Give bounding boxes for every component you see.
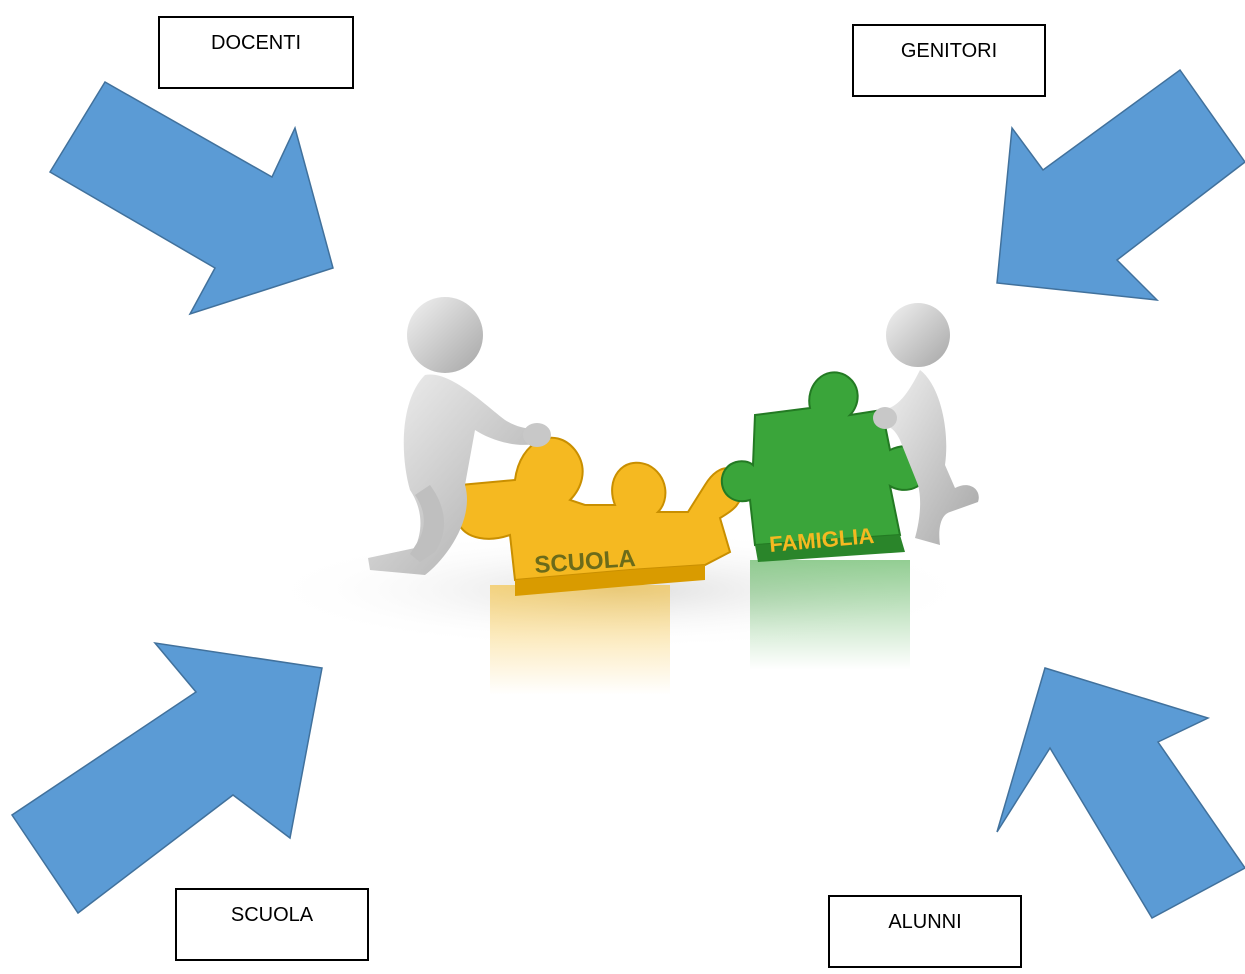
label-scuola: SCUOLA <box>230 904 314 926</box>
left-figure <box>368 297 551 575</box>
green-piece-side <box>755 535 905 562</box>
left-figure-head <box>407 297 483 373</box>
puzzle-illustration: SCUOLA FAMIGLIA <box>260 297 980 695</box>
left-figure-hand <box>523 423 551 447</box>
right-figure-body <box>880 370 979 545</box>
label-box-alunni: ALUNNI <box>828 895 1022 968</box>
green-puzzle-piece <box>720 371 930 547</box>
label-box-docenti: DOCENTI <box>158 16 354 89</box>
yellow-puzzle-piece <box>454 436 744 582</box>
arrow-bottom-left <box>10 641 323 915</box>
label-box-genitori: GENITORI <box>852 24 1046 97</box>
left-figure-body <box>368 374 542 575</box>
right-figure-head <box>886 303 950 367</box>
right-figure-hand <box>873 407 897 429</box>
yellow-reflection <box>490 585 670 695</box>
yellow-piece-side <box>515 565 705 596</box>
arrow-top-right <box>996 68 1245 301</box>
right-figure <box>873 303 979 545</box>
left-figure-back-leg <box>410 485 445 562</box>
label-genitori: GENITORI <box>900 40 998 62</box>
green-reflection <box>750 560 910 670</box>
arrow-top-left <box>48 80 334 316</box>
label-docenti: DOCENTI <box>211 32 301 54</box>
label-box-scuola: SCUOLA <box>175 888 369 961</box>
label-alunni: ALUNNI <box>888 911 962 933</box>
arrow-bottom-right <box>996 667 1245 919</box>
